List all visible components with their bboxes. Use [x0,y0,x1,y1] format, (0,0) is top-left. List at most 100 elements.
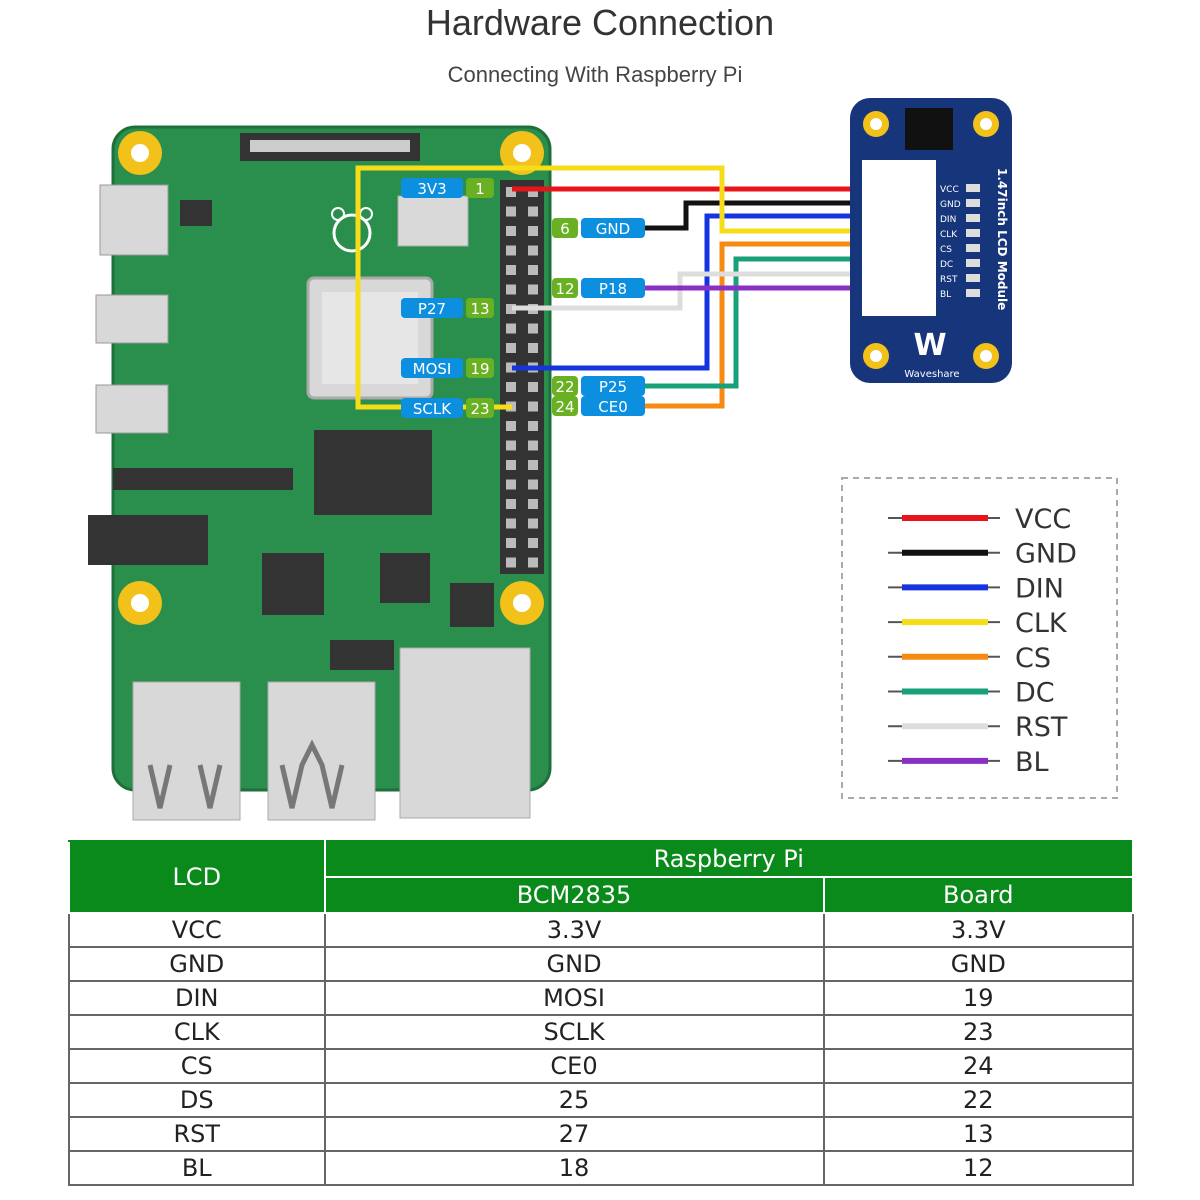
gpio-pin [506,382,516,392]
gpio-pin [506,362,516,373]
gpio-pin [506,479,516,490]
wire-rst [512,271,866,311]
gpio-pin [506,206,516,217]
pi-label-name: P27 [418,300,446,318]
pi-label-pin: 24 [555,398,574,416]
gpio-pin [528,518,538,529]
gpio-pin [528,401,538,412]
cell-board: GND [822,946,1135,982]
cell-bcm2835: 3.3V [323,912,825,948]
gpio-pin [528,343,538,353]
module-pin-label: CS [940,245,952,255]
gpio-pin [528,479,538,490]
gpio-pin [506,499,516,509]
legend-label: BL [1015,747,1049,778]
legend-item: RST [888,712,1068,743]
cell-lcd: DS [68,1082,326,1118]
raspberry-pi-board [88,125,552,821]
module-logo: W [913,328,946,363]
cell-lcd: CS [68,1048,326,1084]
wire-clk [355,165,866,410]
col-header-raspberry-pi: Raspberry Pi [323,840,1134,878]
gpio-pin [528,265,538,275]
cell-board: 24 [822,1048,1135,1084]
cell-bcm2835: 18 [323,1150,825,1186]
wire-din [512,213,866,371]
col-header-board: Board [822,876,1135,914]
gpio-pin [528,440,538,451]
pi-label-name: GND [596,220,630,238]
legend-item: DIN [888,573,1064,604]
cell-board: 19 [822,980,1135,1016]
gpio-pin [506,460,516,470]
pi-label-pin: 12 [555,280,574,298]
gpio-pin [528,499,538,509]
pi-label-left: MOSI 19 [401,358,494,378]
pi-label-name: SCLK [413,400,452,418]
pi-label-pin: 22 [555,378,574,396]
legend-item: VCC [888,504,1071,535]
gpio-pin [506,323,516,334]
legend-label: DIN [1015,573,1064,604]
cell-bcm2835: 25 [323,1082,825,1118]
cell-bcm2835: CE0 [323,1048,825,1084]
gpio-pin [528,226,538,236]
pi-label-left: P27 13 [401,298,494,318]
cell-lcd: BL [68,1150,326,1186]
gpio-pin [528,557,538,568]
pi-label-right: 22 P25 [552,376,645,396]
gpio-pin [506,538,516,548]
col-header-bcm2835: BCM2835 [323,876,825,914]
col-header-lcd: LCD [68,840,326,914]
gpio-pin [506,265,516,275]
legend-label: CS [1015,643,1051,674]
legend-item: DC [888,678,1055,709]
pi-label-name: MOSI [413,360,452,378]
module-pin-label: DIN [940,215,956,225]
pi-label-right: 24 CE0 [552,396,645,416]
pi-label-name: CE0 [598,398,628,416]
gpio-pin [506,245,516,256]
gpio-pin [506,421,516,431]
wires [355,165,866,410]
cell-bcm2835: GND [323,946,825,982]
module-pin-label: GND [940,200,961,210]
module-pin-label: CLK [940,230,958,240]
legend-item: CS [888,643,1051,674]
module-pin-label: VCC [940,185,959,195]
cell-board: 12 [822,1150,1135,1186]
cell-bcm2835: MOSI [323,980,825,1016]
cell-lcd: CLK [68,1014,326,1050]
gpio-pin [528,460,538,470]
cell-lcd: VCC [68,912,326,948]
gpio-pin [528,245,538,256]
cell-lcd: RST [68,1116,326,1152]
pi-label-pin: 23 [470,400,489,418]
pi-label-pin: 13 [470,300,489,318]
legend-item: GND [888,539,1077,570]
pi-label-name: P25 [599,378,627,396]
pi-label-name: 3V3 [417,180,446,198]
page-subtitle: Connecting With Raspberry Pi [447,62,743,87]
module-pin-label: DC [940,260,953,270]
gpio-pin [506,557,516,568]
gpio-pin [506,440,516,451]
module-brand: Waveshare [904,369,959,380]
cell-bcm2835: 27 [323,1116,825,1152]
pi-label-pin: 19 [470,360,489,378]
gpio-pin [528,187,538,197]
legend-label: VCC [1015,504,1071,535]
gpio-pin [528,323,538,334]
